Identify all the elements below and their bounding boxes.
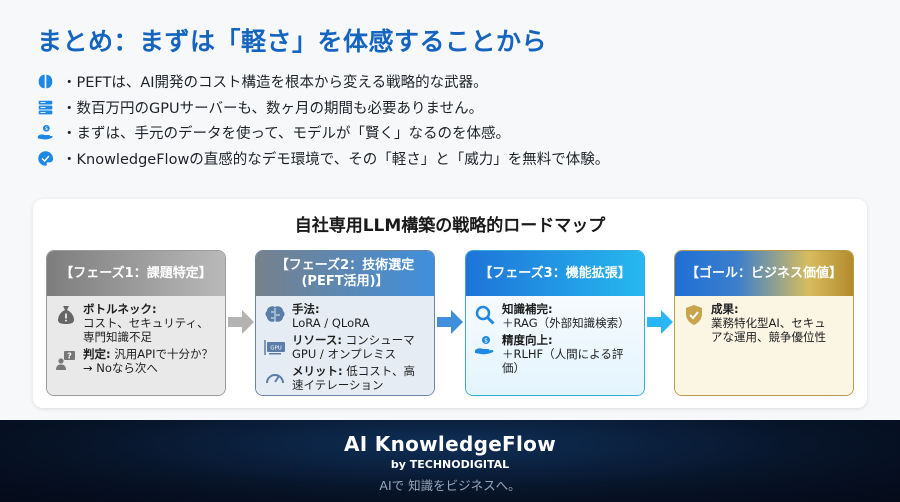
roadmap-title: 自社専用LLM構築の戦略的ロードマップ [294, 216, 606, 236]
summary-bullets: ・PEFTは、AI開発のコスト構造を根本から変える戦略的な武器。 ・数百万円のG… [36, 69, 609, 171]
item-label: リソース: [292, 333, 343, 347]
svg-text:$: $ [44, 126, 47, 132]
svg-text:?: ? [67, 352, 72, 361]
bullet-item: ・KnowledgeFlowの直感的なデモ環境で、その「軽さ」と「威力」を無料で… [36, 146, 609, 172]
brand-tagline: AIで 知識をビジネスへ。 [379, 478, 521, 493]
phase-header: 【ゴール：ビジネス価値】 [675, 251, 853, 296]
item-label: 判定: [83, 347, 111, 361]
phase-header: 【フェーズ3：機能拡張】 [466, 251, 644, 296]
page-title: まとめ：まずは「軽さ」を体感することから [37, 27, 548, 56]
item-text: 汎用APIで十分か？ → Noなら次へ [83, 347, 213, 375]
svg-text:$: $ [484, 337, 488, 344]
item-text: コンシューマGPU / オンプレミス [292, 333, 415, 361]
svg-text:GPU: GPU [270, 346, 282, 352]
phase-header: 【フェーズ1：課題特定】 [47, 251, 225, 296]
gpu-icon: GPU [264, 335, 286, 357]
brand-byline: by TECHNODIGITAL [390, 458, 510, 471]
phase-item: メリット: 低コスト、高速イテレーション [264, 364, 426, 392]
phase-header: 【フェーズ2：技術選定 (PEFT活用)】 [256, 251, 434, 296]
item-text: LoRA / QLoRA [292, 316, 370, 330]
arrow-right-icon [647, 310, 673, 334]
item-label: 成果: [711, 302, 739, 316]
phase-item: ? 判定: 汎用APIで十分か？ → Noなら次へ [55, 347, 217, 375]
shield-check-icon [683, 304, 705, 326]
search-icon [474, 304, 496, 326]
item-label: 精度向上: [502, 333, 553, 347]
server-icon [36, 98, 54, 116]
item-text: 低コスト、高速イテレーション [292, 364, 416, 392]
arrow-right-icon [437, 310, 463, 334]
person-question-icon: ? [55, 349, 77, 371]
arrow-right-icon [228, 310, 254, 334]
item-text: コスト、セキュリティ、専門知識不足 [83, 316, 209, 344]
phase-item: 成果:業務特化型AI、セキュアな運用、競争優位性 [683, 302, 845, 344]
brain-icon [36, 73, 54, 91]
item-label: 手法: [292, 302, 320, 316]
roadmap-panel: 自社専用LLM構築の戦略的ロードマップ 【フェーズ1：課題特定】 ボトルネック:… [33, 199, 867, 408]
hand-coin-icon: $ [474, 335, 496, 357]
bullet-item: $ ・まずは、手元のデータを使って、モデルが「賢く」なるのを体感。 [36, 120, 609, 146]
bullet-text: ・数百万円のGPUサーバーも、数ヶ月の期間も必要ありません。 [62, 100, 484, 117]
goal-card: 【ゴール：ビジネス価値】 成果:業務特化型AI、セキュアな運用、競争優位性 [674, 250, 854, 396]
footer-banner: AI KnowledgeFlow by TECHNODIGITAL AIで 知識… [0, 420, 900, 502]
palette-check-icon [36, 149, 54, 167]
bullet-text: ・まずは、手元のデータを使って、モデルが「賢く」なるのを体感。 [62, 126, 511, 143]
item-label: メリット: [292, 364, 343, 378]
item-text: 業務特化型AI、セキュアな運用、競争優位性 [711, 316, 826, 344]
bullet-text: ・KnowledgeFlowの直感的なデモ環境で、その「軽さ」と「威力」を無料で… [62, 151, 610, 168]
phase-item: $ 精度向上:＋RLHF（人間による評価） [474, 333, 636, 375]
item-label: 知識補完: [502, 302, 553, 316]
hand-coin-icon: $ [36, 124, 54, 142]
bullet-text: ・PEFTは、AI開発のコスト構造を根本から変える戦略的な武器。 [62, 75, 488, 92]
phase-item: GPU リソース: コンシューマGPU / オンプレミス [264, 333, 426, 361]
item-label: ボトルネック: [83, 302, 157, 316]
phase-card-2: 【フェーズ2：技術選定 (PEFT活用)】 手法:LoRA / QLoRA GP… [255, 250, 435, 396]
item-text: ＋RLHF（人間による評価） [502, 347, 624, 375]
phase-item: 手法:LoRA / QLoRA [264, 302, 426, 330]
item-text: ＋RAG（外部知識検索） [502, 316, 630, 330]
speedometer-icon [264, 366, 286, 388]
phase-item: ボトルネック:コスト、セキュリティ、専門知識不足 [55, 302, 217, 344]
brain-icon [264, 304, 286, 326]
bullet-item: ・PEFTは、AI開発のコスト構造を根本から変える戦略的な武器。 [36, 69, 609, 95]
phase-card-1: 【フェーズ1：課題特定】 ボトルネック:コスト、セキュリティ、専門知識不足 ? … [46, 250, 226, 396]
phase-card-3: 【フェーズ3：機能拡張】 知識補完:＋RAG（外部知識検索） $ 精度向上:＋R… [465, 250, 645, 396]
bullet-item: ・数百万円のGPUサーバーも、数ヶ月の期間も必要ありません。 [36, 95, 609, 121]
brand-name: AI KnowledgeFlow [344, 432, 556, 456]
money-bag-warning-icon [55, 304, 77, 326]
phase-item: 知識補完:＋RAG（外部知識検索） [474, 302, 636, 330]
